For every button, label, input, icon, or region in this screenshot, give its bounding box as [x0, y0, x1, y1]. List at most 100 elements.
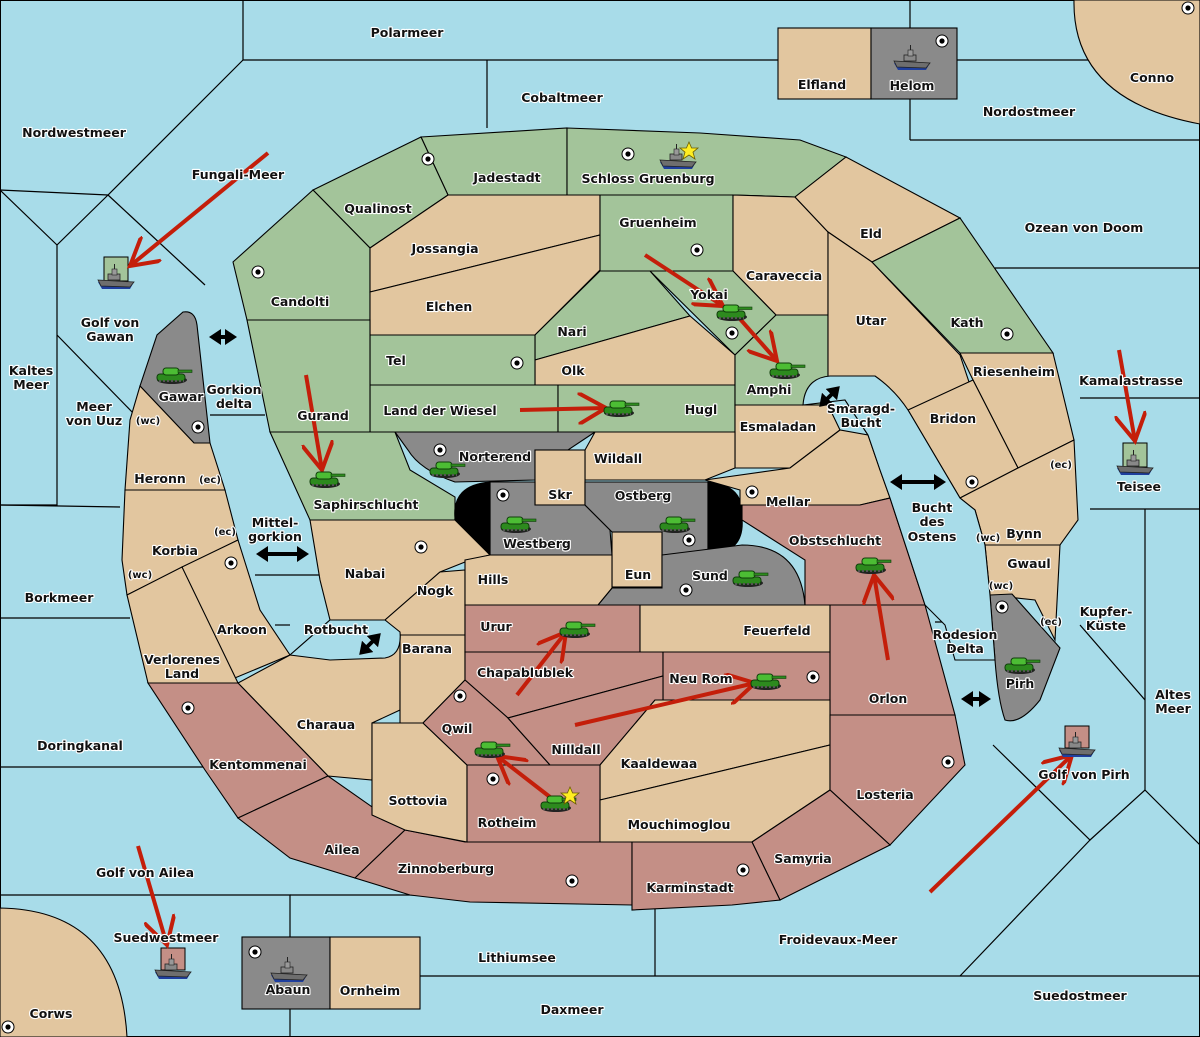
label-westberg: Westberg	[503, 536, 571, 551]
label-ailea: Ailea	[324, 842, 359, 857]
label-jossangia: Jossangia	[410, 241, 478, 256]
label-heronn: Heronn	[134, 471, 186, 486]
label-helom: Helom	[890, 78, 935, 93]
label-samyria: Samyria	[774, 851, 832, 866]
label-line: von Uuz	[66, 413, 122, 428]
label-rotheim: Rotheim	[478, 815, 537, 830]
label-golf-von-ailea: Golf von Ailea	[96, 865, 194, 880]
coast-tags: (wc) (ec) (ec) (wc) (ec) (wc) (wc) (ec)	[127, 415, 1073, 629]
label-meer-von-uuz: Meer	[76, 399, 112, 414]
label-korbia: Korbia	[152, 543, 198, 558]
label-ostberg: Ostberg	[615, 488, 672, 503]
label-elchen: Elchen	[426, 299, 473, 314]
label-line: Land	[165, 666, 199, 681]
label-gruenheim: Gruenheim	[619, 215, 696, 230]
region-pirh[interactable]	[989, 593, 1061, 722]
label-eld: Eld	[860, 226, 882, 241]
label-jadestadt: Jadestadt	[472, 170, 540, 185]
label-smaragd-bucht: Smaragd-	[827, 401, 895, 416]
label-caraveccia: Caraveccia	[746, 268, 822, 283]
label-corws: Corws	[30, 1006, 73, 1021]
label-gorkion-delta: Gorkion	[206, 382, 261, 397]
order-arrow	[928, 755, 1072, 894]
label-cobaltmeer: Cobaltmeer	[521, 90, 603, 105]
label-lithiumsee: Lithiumsee	[478, 950, 556, 965]
label-olk: Olk	[561, 363, 585, 378]
label-nogk: Nogk	[417, 583, 454, 598]
label-golf-von-pirh: Golf von Pirh	[1038, 767, 1129, 782]
label-mellar: Mellar	[766, 494, 811, 509]
label-riesenheim: Riesenheim	[973, 364, 1055, 379]
label-line: Delta	[946, 641, 984, 656]
order-arrow	[519, 408, 606, 410]
label-barana: Barana	[402, 641, 452, 656]
label-abaun: Abaun	[266, 982, 311, 997]
label-doringkanal: Doringkanal	[37, 738, 123, 753]
label-obstschlucht: Obstschlucht	[789, 533, 881, 548]
order-arrows	[130, 151, 1135, 945]
label-karminstadt: Karminstadt	[646, 880, 733, 895]
label-losteria: Losteria	[856, 787, 913, 802]
label-yokai: Yokai	[689, 287, 728, 302]
label-wildall: Wildall	[594, 451, 642, 466]
label-charaua: Charaua	[297, 717, 355, 732]
label-fungali-meer: Fungali-Meer	[192, 167, 285, 182]
rotbucht-connection-icon	[359, 633, 381, 655]
label-suedostmeer: Suedostmeer	[1033, 988, 1127, 1003]
label-tel: Tel	[386, 353, 406, 368]
label-line: des	[920, 514, 945, 529]
order-arrow	[1119, 349, 1135, 441]
label-kamalastrasse: Kamalastrasse	[1079, 373, 1183, 388]
label-line: Meer	[13, 377, 49, 392]
label-line: (wc)	[128, 570, 152, 581]
label-line: Küste	[1086, 618, 1126, 633]
label-utar: Utar	[856, 313, 888, 328]
label-esmaladan: Esmaladan	[740, 419, 816, 434]
inlet-eastern-bays	[802, 375, 996, 661]
region-conno[interactable]	[1073, 0, 1200, 125]
region-corws[interactable]	[0, 907, 128, 1037]
label-verlorenes-land: Verlorenes	[144, 652, 220, 667]
order-arrow	[515, 632, 566, 697]
label-froidevaux-meer: Froidevaux-Meer	[779, 932, 898, 947]
label-pirh: Pirh	[1006, 676, 1035, 691]
label-rotbucht: Rotbucht	[304, 622, 368, 637]
label-elfland: Elfland	[798, 77, 846, 92]
connection-arrows	[209, 329, 991, 707]
region-rotheim[interactable]	[466, 764, 601, 843]
label-feuerfeld: Feuerfeld	[743, 623, 810, 638]
label-gurand: Gurand	[297, 408, 349, 423]
label-qwil: Qwil	[442, 721, 473, 736]
label-qualinost: Qualinost	[344, 201, 411, 216]
region-losteria[interactable]	[829, 714, 966, 846]
region-gruenheim[interactable]	[599, 194, 734, 272]
label-polarmeer: Polarmeer	[371, 25, 445, 40]
label-candolti: Candolti	[271, 294, 330, 309]
label-line: delta	[216, 396, 252, 411]
label-line: Ostens	[908, 529, 957, 544]
label-altes-meer: Altes	[1155, 687, 1191, 702]
order-arrow	[643, 253, 723, 306]
region-karminstadt[interactable]	[631, 841, 781, 911]
label-nilldall: Nilldall	[551, 742, 600, 757]
label-zinnoberburg: Zinnoberburg	[398, 861, 494, 876]
region-ornheim[interactable]	[329, 936, 421, 1010]
label-amphi: Amphi	[747, 382, 792, 397]
order-arrow	[130, 151, 270, 266]
label-sottovia: Sottovia	[389, 793, 448, 808]
label-line: (wc)	[989, 581, 1013, 592]
label-gwaul: Gwaul	[1007, 556, 1050, 571]
label-suedwestmeer: Suedwestmeer	[114, 930, 220, 945]
label-line: (wc)	[976, 533, 1000, 544]
label-conno: Conno	[1130, 70, 1175, 85]
label-ornheim: Ornheim	[340, 983, 400, 998]
label-rodesion-delta: Rodesion	[933, 627, 998, 642]
order-arrow	[874, 575, 888, 661]
region-skr[interactable]	[534, 449, 586, 506]
label-line: Gawan	[86, 329, 134, 344]
label-hills: Hills	[478, 572, 509, 587]
region-elfland[interactable]	[777, 27, 872, 100]
label-bynn: Bynn	[1006, 526, 1041, 541]
label-kath: Kath	[951, 315, 984, 330]
